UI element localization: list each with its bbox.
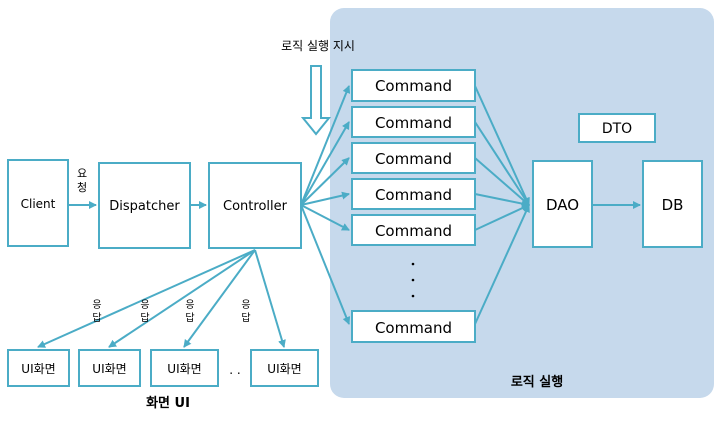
- command-label: Command: [375, 150, 452, 168]
- dto-box: [578, 113, 656, 143]
- ellipsis-dot: [411, 262, 415, 266]
- ui-screen-box: [78, 349, 141, 387]
- command-dao-arrow: [474, 204, 530, 325]
- response-label: 응: [185, 299, 194, 311]
- command-dao-arrow: [474, 193, 530, 208]
- command-box: [351, 69, 476, 102]
- command-dao-arrow: [474, 85, 530, 206]
- response-label: 답: [241, 312, 250, 324]
- request-label-1: 요: [77, 167, 87, 180]
- dao-box: [532, 160, 593, 248]
- command-dao-arrow: [474, 157, 530, 206]
- command-box: [351, 178, 476, 210]
- command-label: Command: [375, 114, 452, 132]
- command-dao-arrow: [474, 121, 530, 206]
- controller-command-arrow: [300, 204, 351, 325]
- dto-label: DTO: [602, 121, 632, 137]
- response-label: 답: [140, 312, 149, 324]
- ui-screen-label: UI화면: [267, 362, 301, 376]
- command-box: [351, 106, 476, 138]
- connectors: [37, 85, 641, 348]
- db-box: [642, 160, 703, 248]
- command-ellipsis: [411, 262, 415, 298]
- instruction-label: 로직 실행 지시: [281, 38, 355, 53]
- response-arrow: [37, 249, 256, 348]
- ui-screen-box: [7, 349, 70, 387]
- ui-screen-label: UI화면: [167, 362, 201, 376]
- command-box: [351, 310, 476, 343]
- db-label: DB: [662, 196, 684, 214]
- dispatcher-box: [98, 162, 191, 249]
- instruction-arrow: [300, 65, 332, 136]
- controller-command-arrow: [300, 204, 350, 231]
- command-dao-arrow: [474, 204, 530, 231]
- response-arrow: [108, 249, 256, 348]
- controller-command-arrow: [300, 157, 350, 206]
- response-labels: 응 답 응 답 응 답 응 답: [92, 299, 250, 324]
- logic-region-label: 로직 실행: [511, 374, 563, 390]
- response-label: 응: [140, 299, 149, 311]
- ellipsis-dot: [411, 278, 415, 282]
- controller-label: Controller: [223, 199, 288, 214]
- command-box: [351, 142, 476, 174]
- screen-group-label: 화면 UI: [146, 395, 190, 411]
- ui-screen-label: UI화면: [21, 362, 55, 376]
- ui-screen-box: [150, 349, 219, 387]
- ellipsis-dot: [411, 294, 415, 298]
- ui-screen-label: UI화면: [92, 362, 126, 376]
- response-label: 응: [241, 299, 250, 311]
- response-arrow: [183, 249, 256, 348]
- command-label: Command: [375, 222, 452, 240]
- controller-command-arrow: [300, 85, 351, 206]
- screen-list: UI화면 UI화면 UI화면 . . UI화면: [7, 349, 319, 387]
- command-box: [351, 214, 476, 246]
- client-label: Client: [21, 197, 56, 211]
- response-arrow: [254, 249, 286, 348]
- ui-screen-box: [250, 349, 319, 387]
- controller-command-arrow: [300, 121, 350, 206]
- controller-box: [208, 162, 302, 249]
- request-label-2: 청: [77, 181, 87, 194]
- command-label: Command: [375, 319, 452, 337]
- command-label: Command: [375, 186, 452, 204]
- dao-label: DAO: [546, 196, 579, 214]
- client-box: [7, 159, 69, 247]
- response-label: 답: [92, 312, 101, 324]
- controller-command-arrow: [300, 191, 350, 206]
- response-label: 응: [92, 299, 101, 311]
- dispatcher-label: Dispatcher: [109, 199, 180, 214]
- ui-screen-ellipsis: . .: [229, 363, 240, 377]
- response-label: 답: [185, 312, 194, 324]
- command-label: Command: [375, 77, 452, 95]
- command-list: Command Command Command Command Command …: [351, 69, 476, 343]
